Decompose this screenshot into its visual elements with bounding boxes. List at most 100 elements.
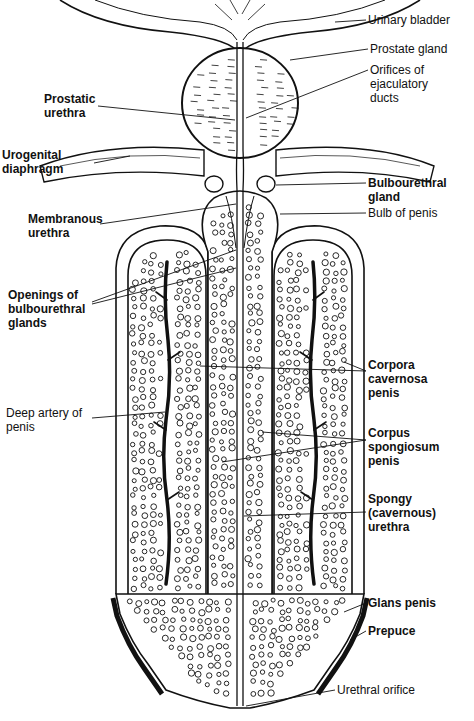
tissue-space: [268, 620, 273, 625]
tissue-space: [151, 599, 157, 605]
tissue-space: [175, 357, 180, 362]
tissue-space: [217, 672, 221, 676]
tissue-space: [215, 662, 221, 668]
tissue-space: [331, 422, 336, 427]
hatch-stroke: [212, 107, 219, 109]
tissue-space: [150, 537, 156, 543]
leader-line: [244, 512, 366, 516]
tissue-space: [186, 322, 191, 327]
tissue-space: [133, 468, 139, 474]
urinary-bladder: [60, 0, 420, 50]
tissue-space: [248, 547, 252, 551]
tissue-space: [199, 652, 204, 657]
helicine-branch: [154, 292, 326, 500]
tissue-space: [199, 610, 205, 616]
tissue-space: [305, 636, 310, 641]
tissue-space: [172, 598, 177, 603]
tissue-space: [171, 618, 176, 623]
tissue-space: [150, 394, 156, 400]
tissue-space: [258, 257, 263, 262]
tissue-space: [286, 576, 292, 582]
tissue-space: [141, 496, 145, 500]
tissue-space: [211, 535, 215, 539]
tissue-space: [139, 387, 144, 392]
tissue-space: [220, 347, 226, 353]
tissue-space: [229, 526, 235, 532]
tissue-space: [178, 598, 184, 604]
tissue-space: [248, 418, 254, 424]
tissue-space: [226, 608, 230, 612]
tissue-space: [184, 513, 188, 517]
tissue-space: [332, 334, 336, 338]
tissue-space: [221, 420, 226, 425]
tissue-space: [324, 359, 330, 365]
tissue-space: [248, 517, 252, 521]
tissue-space: [293, 379, 299, 385]
tissue-space: [285, 413, 291, 419]
hatch-stroke: [257, 80, 264, 82]
hatch-stroke: [270, 116, 277, 118]
tissue-space: [139, 340, 144, 345]
tissue-space: [341, 306, 346, 311]
tissue-space: [148, 484, 153, 489]
tissue-space: [211, 393, 216, 398]
hatch-stroke: [260, 123, 267, 125]
tissue-space: [132, 296, 136, 300]
tissue-space: [213, 230, 218, 235]
tissue-space: [212, 529, 217, 534]
tissue-space: [210, 373, 215, 378]
tissue-space: [212, 356, 217, 361]
tissue-space: [287, 459, 292, 464]
tissue-space: [205, 618, 211, 624]
tissue-space: [256, 553, 261, 558]
tissue-space: [322, 298, 327, 303]
tissue-space: [219, 440, 223, 444]
tissue-space: [340, 586, 345, 591]
tissue-space: [294, 546, 300, 552]
tissue-space: [287, 287, 293, 293]
tissue-space: [186, 396, 192, 402]
corpus-cavernosum: [128, 240, 206, 594]
tissue-space: [333, 253, 339, 259]
tissue-space: [269, 672, 273, 676]
tissue-space: [185, 378, 189, 382]
deep-artery: [164, 262, 170, 584]
tissue-space: [229, 538, 234, 543]
tissue-space: [334, 496, 339, 501]
tissue-space: [248, 311, 252, 315]
tissue-space: [250, 670, 256, 676]
tissue-space: [219, 474, 225, 480]
tissue-space: [222, 500, 227, 505]
tissue-space: [188, 441, 192, 445]
part-label: Urinary bladder: [368, 13, 472, 27]
tissue-space: [296, 652, 301, 657]
tissue-space: [342, 540, 347, 545]
tissue-space: [296, 451, 301, 456]
tissue-space: [278, 330, 284, 336]
tissue-space: [280, 645, 284, 649]
tissue-space: [175, 442, 180, 447]
tissue-space: [151, 312, 157, 318]
tissue-space: [212, 348, 217, 353]
bulbourethral-duct: [226, 196, 254, 248]
tissue-space: [158, 350, 163, 355]
tissue-space: [225, 599, 231, 605]
tissue-space: [277, 564, 283, 570]
tissue-space: [130, 385, 135, 390]
tissue-space: [256, 544, 261, 549]
tissue-space: [341, 358, 346, 363]
tissue-space: [255, 248, 261, 254]
tissue-space: [285, 476, 290, 481]
tissue-space: [157, 574, 163, 580]
tissue-space: [175, 295, 180, 300]
part-label: Urogenital diaphragm: [2, 148, 94, 176]
tissue-space: [156, 451, 162, 457]
tissue-space: [294, 286, 300, 292]
tissue-space: [289, 636, 295, 642]
tissue-space: [210, 337, 216, 343]
tissue-space: [150, 566, 154, 570]
tissue-space: [148, 322, 153, 327]
hatch-stroke: [222, 107, 229, 109]
bulbourethral-gland: [257, 176, 275, 192]
